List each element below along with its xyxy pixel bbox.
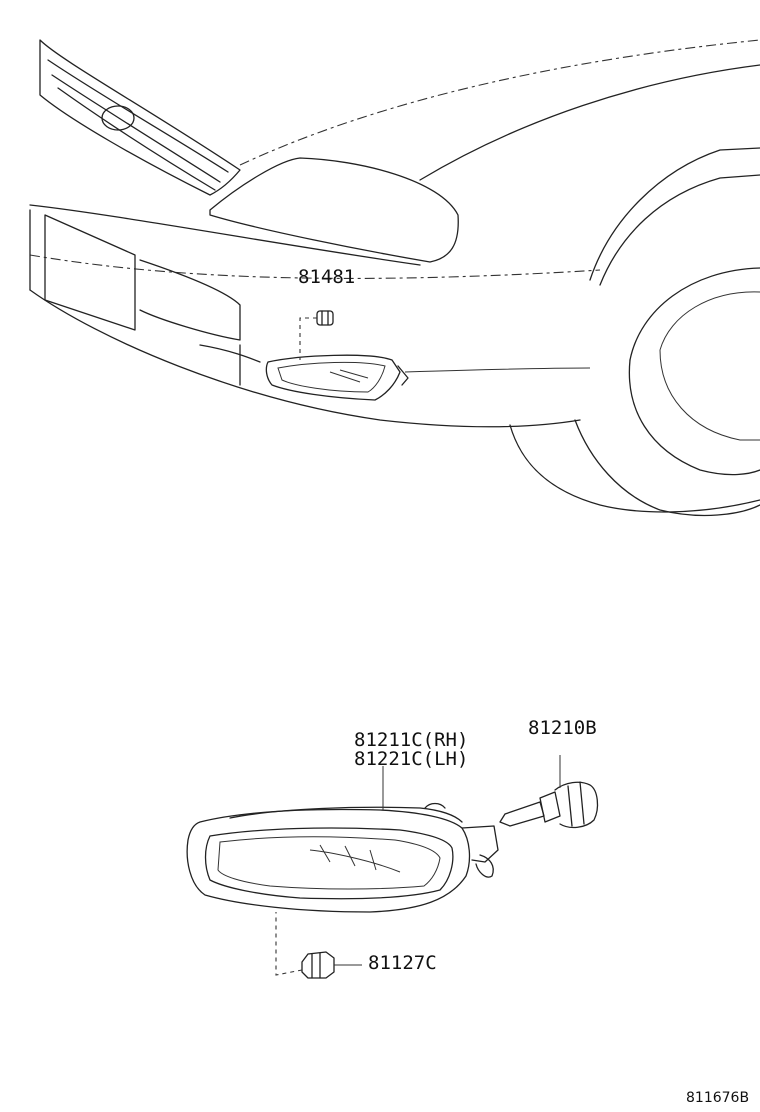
label-81127C: 81127C bbox=[368, 952, 437, 974]
bulb-holder-81481-part bbox=[299, 310, 334, 360]
bulb-holder-81127C-part bbox=[275, 912, 362, 979]
bulb-81210B-part bbox=[499, 755, 599, 829]
vehicle-front-illustration bbox=[29, 39, 760, 517]
label-81211C-rh: 81211C(RH) bbox=[354, 729, 468, 751]
label-81221C-lh: 81221C(LH) bbox=[354, 748, 468, 770]
diagram-code: 811676B bbox=[686, 1090, 749, 1106]
fog-lamp-assembly-illustration bbox=[186, 755, 599, 979]
label-81210B: 81210B bbox=[528, 717, 597, 739]
label-81481: 81481 bbox=[298, 266, 355, 288]
